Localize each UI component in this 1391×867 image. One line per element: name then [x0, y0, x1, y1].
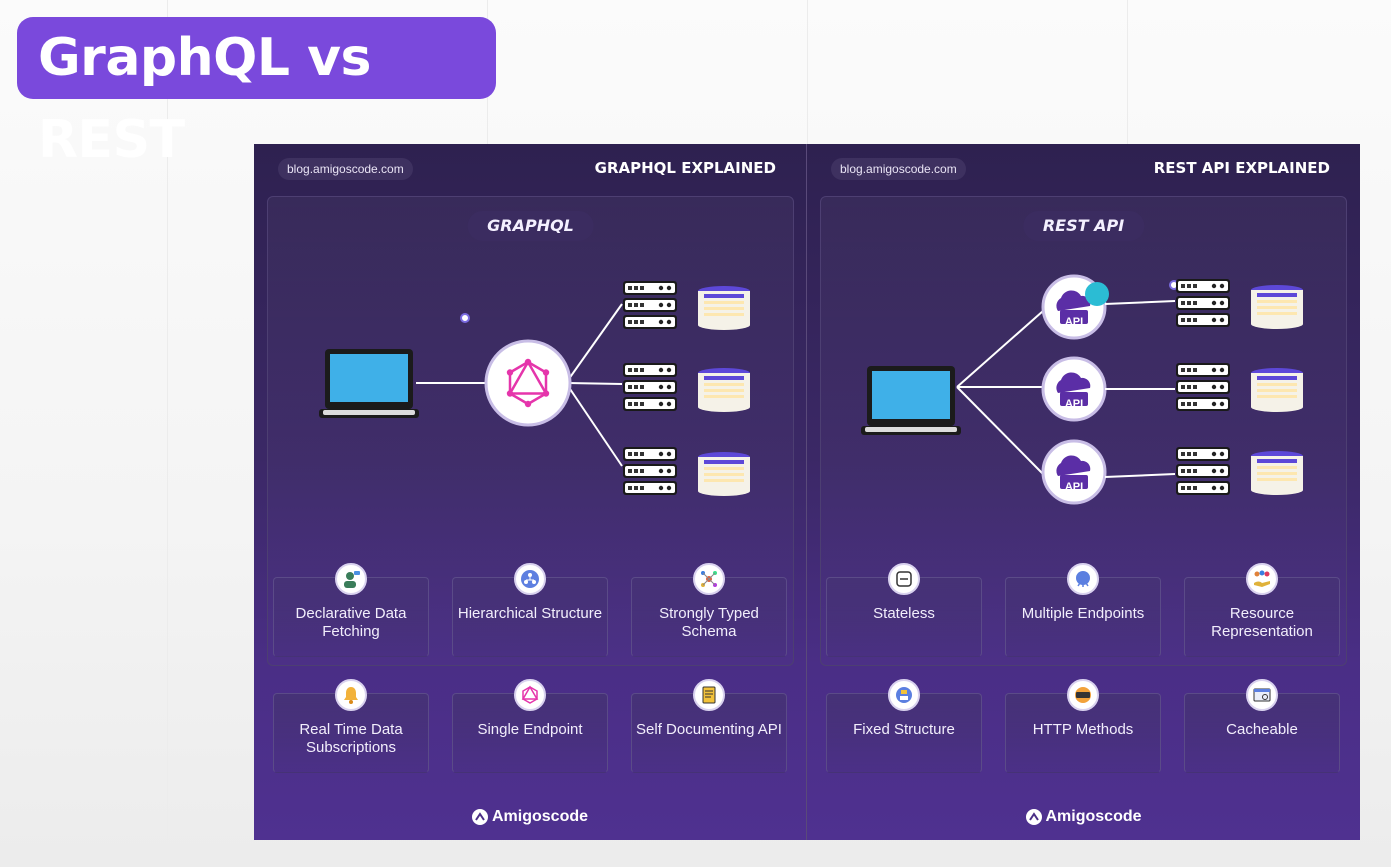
database-icon	[698, 452, 750, 496]
background-divider	[167, 0, 168, 867]
panel-heading: GRAPHQL EXPLAINED	[594, 159, 776, 177]
brand-logo: Amigoscode	[1025, 808, 1142, 826]
feature-card: Fixed Structure	[826, 679, 982, 773]
section-label: GRAPHQL	[467, 211, 594, 241]
svg-text:API: API	[1065, 481, 1083, 493]
amigoscode-icon	[1025, 809, 1042, 825]
infographic: blog.amigoscode.com GRAPHQL EXPLAINED GR…	[254, 144, 1360, 840]
structure-icon	[888, 679, 920, 711]
feature-card: Hierarchical Structure	[452, 563, 608, 657]
feature-card: Resource Representation	[1184, 563, 1340, 657]
graphql-panel: blog.amigoscode.com GRAPHQL EXPLAINED GR…	[254, 144, 807, 840]
api-node-icon: API	[1041, 356, 1107, 422]
feature-card: Multiple Endpoints	[1005, 563, 1161, 657]
feature-card: Strongly Typed Schema	[631, 563, 787, 657]
graphql-diagram	[319, 144, 750, 496]
server-stack-icon	[1176, 363, 1230, 411]
database-icon	[1251, 368, 1303, 412]
api-cloud-icon	[1067, 563, 1099, 595]
server-stack-icon	[1176, 447, 1230, 495]
server-stack-icon	[623, 447, 677, 495]
api-node-icon: API	[1041, 274, 1107, 340]
svg-text:API: API	[1065, 398, 1083, 410]
api-node-icon: API	[1041, 439, 1107, 505]
document-icon	[693, 679, 725, 711]
server-stack-icon	[623, 281, 677, 329]
network-icon	[693, 563, 725, 595]
graphql-icon	[514, 679, 546, 711]
rest-diagram: API API API	[861, 274, 1303, 505]
server-stack-icon	[623, 363, 677, 411]
blog-url: blog.amigoscode.com	[831, 158, 966, 180]
amigoscode-icon	[471, 809, 488, 825]
laptop-icon	[319, 349, 419, 418]
rest-panel: blog.amigoscode.com REST API EXPLAINED R…	[807, 144, 1360, 840]
graphql-logo-icon	[484, 339, 572, 427]
user-chat-icon	[335, 563, 367, 595]
database-icon	[1251, 451, 1303, 495]
feature-card: Stateless	[826, 563, 982, 657]
browser-cache-icon	[1246, 679, 1278, 711]
server-stack-icon	[1176, 279, 1230, 327]
http-icon	[1067, 679, 1099, 711]
database-icon	[1251, 285, 1303, 329]
section-label: REST API	[1022, 211, 1145, 241]
people-hand-icon	[1246, 563, 1278, 595]
feature-card: Cacheable	[1184, 679, 1340, 773]
cursor-highlight	[1085, 282, 1109, 306]
brand-logo: Amigoscode	[471, 808, 588, 826]
feature-card: Single Endpoint	[452, 679, 608, 773]
feature-card: HTTP Methods	[1005, 679, 1161, 773]
blog-url: blog.amigoscode.com	[278, 158, 413, 180]
bell-icon	[335, 679, 367, 711]
svg-text:API: API	[1065, 316, 1083, 328]
feature-card: Self Documenting API	[631, 679, 787, 773]
feature-card: Real Time Data Subscriptions	[273, 679, 429, 773]
page-title: GraphQL vs REST	[17, 17, 496, 170]
hierarchy-icon	[514, 563, 546, 595]
laptop-icon	[861, 366, 961, 435]
database-icon	[698, 286, 750, 330]
database-icon	[698, 368, 750, 412]
stateless-icon	[888, 563, 920, 595]
feature-card: Declarative Data Fetching	[273, 563, 429, 657]
panel-heading: REST API EXPLAINED	[1153, 159, 1330, 177]
